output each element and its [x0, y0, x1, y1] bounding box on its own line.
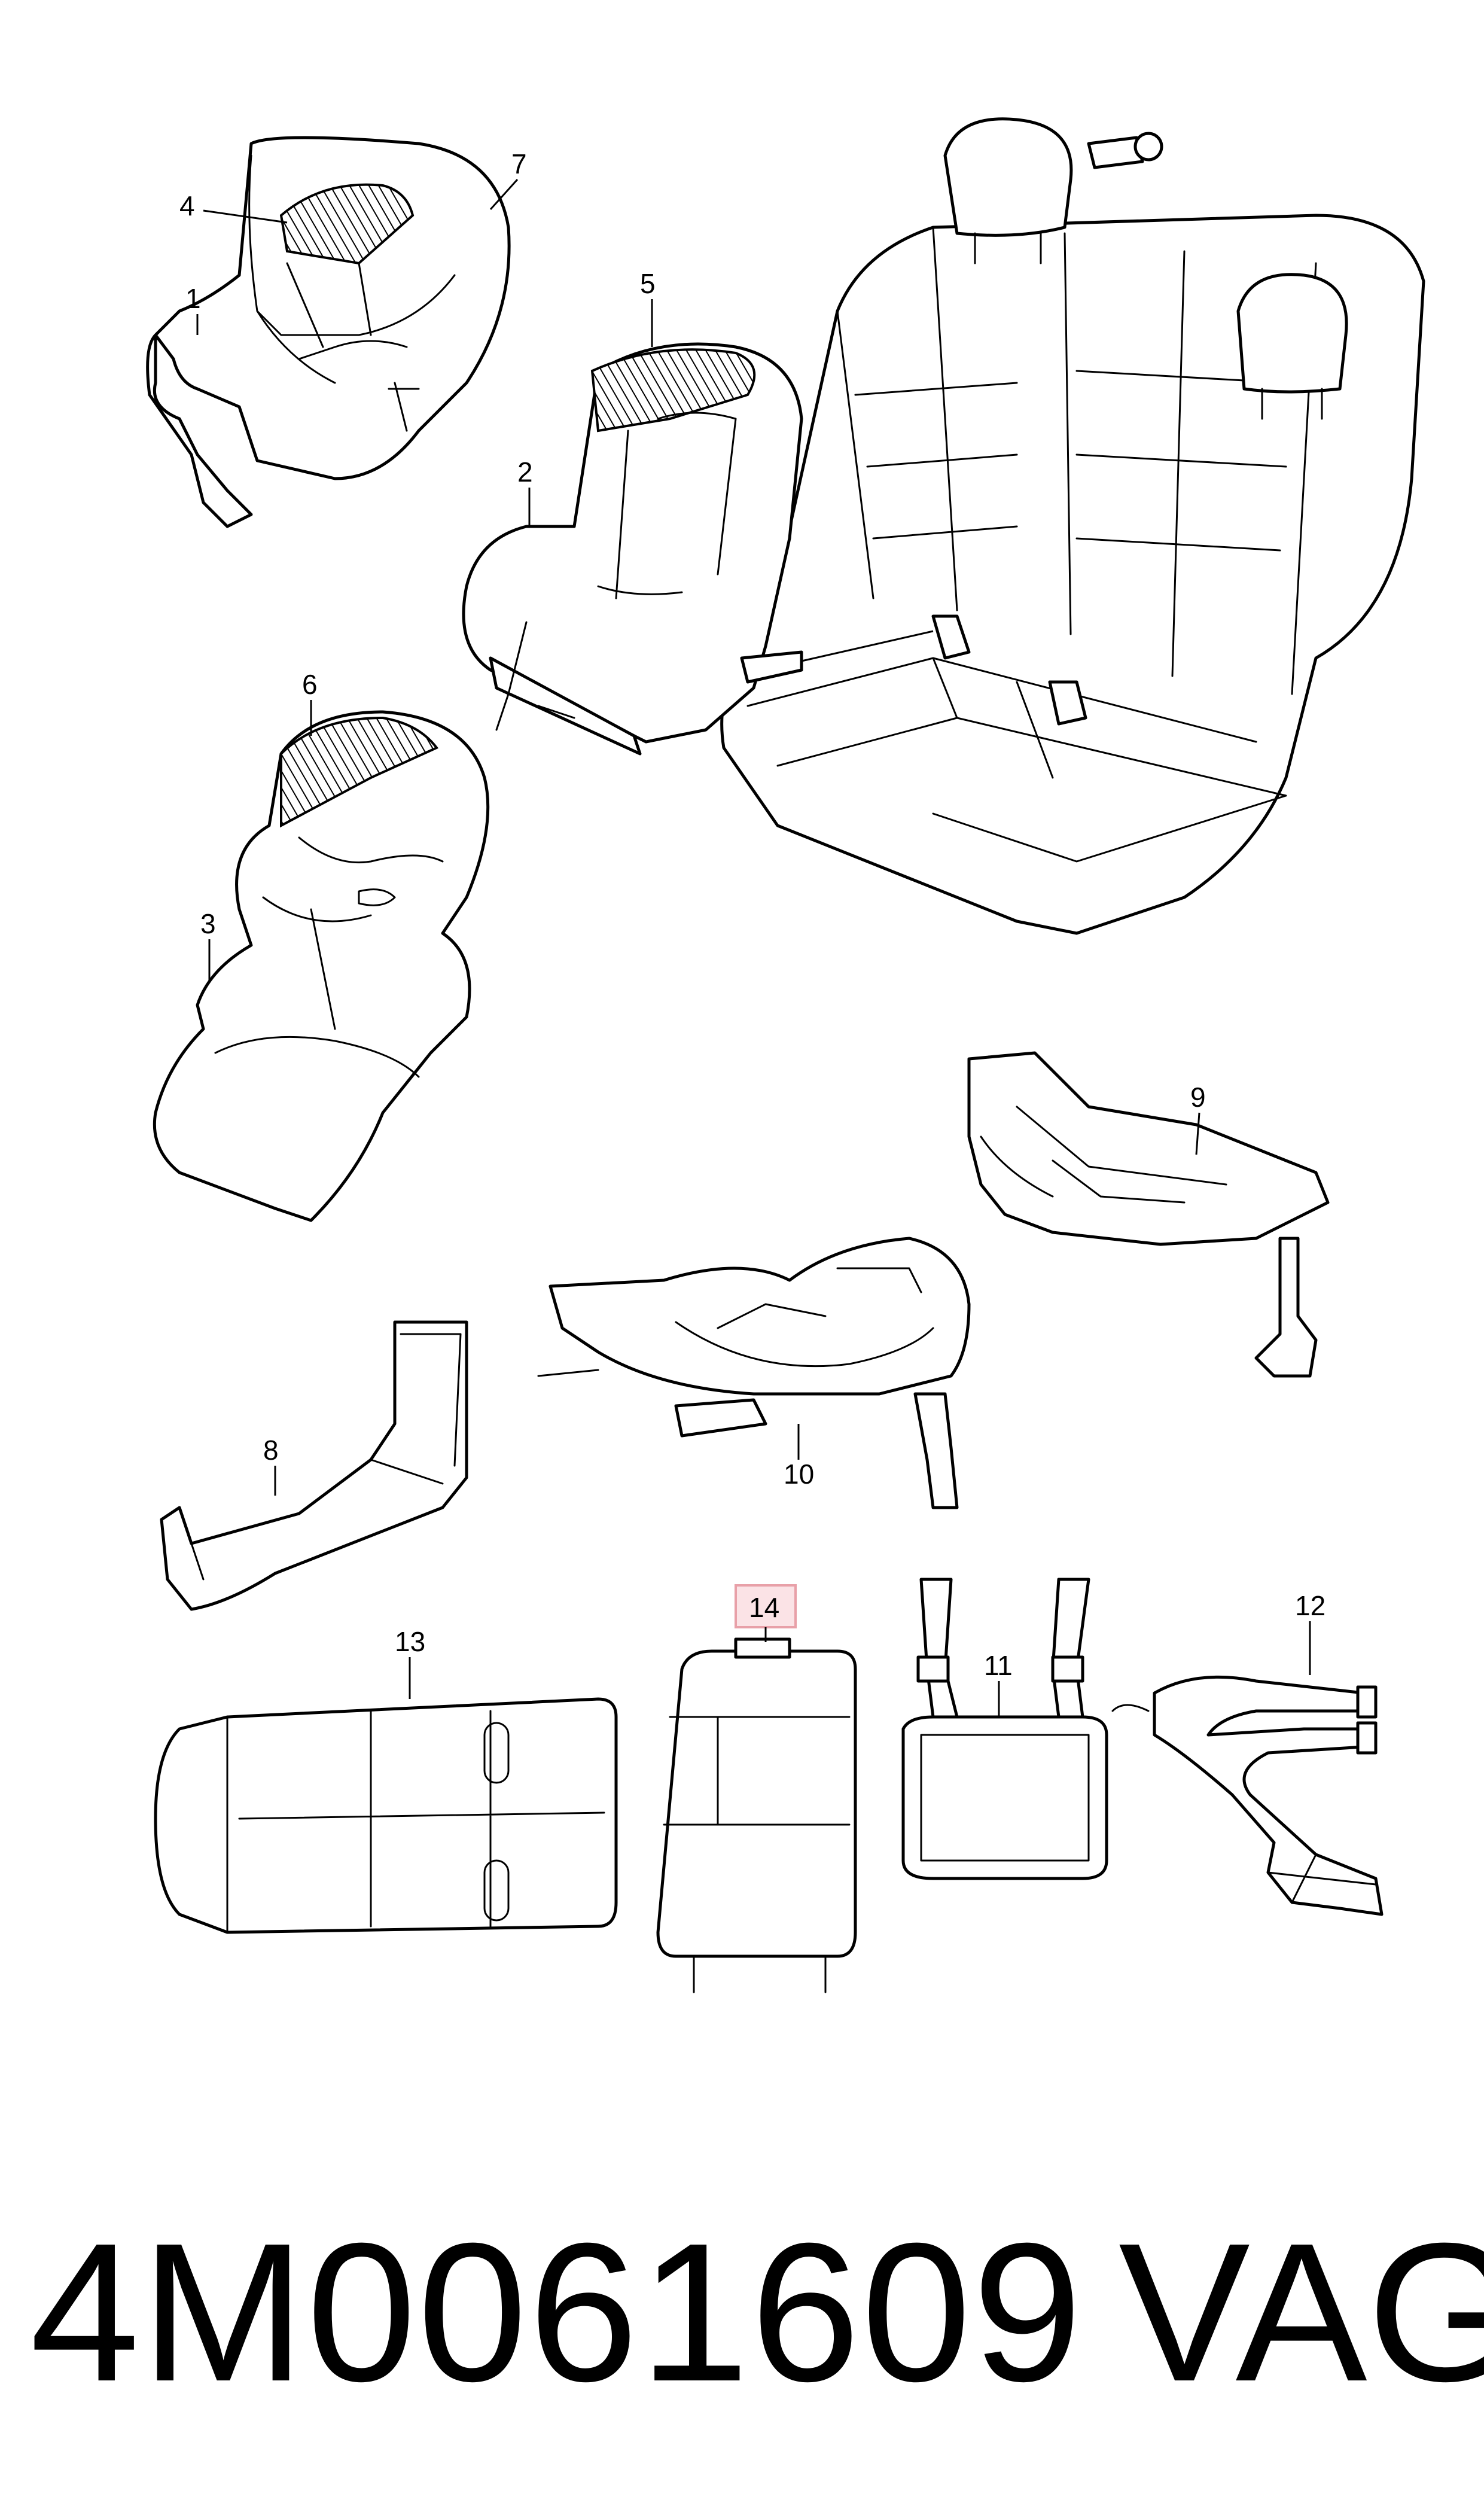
callout-10: 10 [784, 1459, 814, 1490]
callout-labels: 1 2 3 4 5 6 7 8 9 10 11 12 13 [179, 148, 1325, 1717]
callout-11: 11 [984, 1650, 1013, 1681]
callout-12: 12 [1295, 1590, 1325, 1621]
callout-2: 2 [517, 456, 533, 488]
part-13-seat-protector-mat [154, 1697, 618, 1934]
callout-14: 14 [749, 1592, 779, 1623]
part-11-rear-view-mirror [901, 1578, 1108, 1880]
part-8-wedge-support [160, 1320, 468, 1611]
callout-7: 7 [511, 148, 527, 179]
part-12-sun-shade [1111, 1675, 1384, 1916]
callout-13: 13 [395, 1626, 425, 1657]
parts-diagram: 1 2 3 4 5 6 7 8 9 10 11 12 13 [146, 117, 1425, 1993]
brand-label: VAG [1119, 2202, 1484, 2422]
part-3-booster-seat [153, 710, 490, 1222]
part-10-isofix-base [537, 1237, 971, 1509]
callout-4: 4 [179, 190, 195, 221]
callout-14-highlight-box [735, 1584, 797, 1628]
part-1-infant-carrier [146, 136, 511, 528]
callout-9: 9 [1190, 1082, 1206, 1113]
part-9-isofix-base [967, 1051, 1330, 1378]
callout-1: 1 [185, 283, 201, 314]
callout-8: 8 [263, 1435, 279, 1466]
part-2-toddler-seat [462, 342, 934, 756]
callout-3: 3 [200, 908, 216, 939]
callout-5: 5 [640, 268, 656, 299]
part-14-seat-back-organiser [656, 1637, 857, 1993]
callout-6: 6 [302, 669, 318, 700]
rear-bench-seat [720, 117, 1425, 935]
part-number: 4M0061609 [30, 2202, 1084, 2422]
